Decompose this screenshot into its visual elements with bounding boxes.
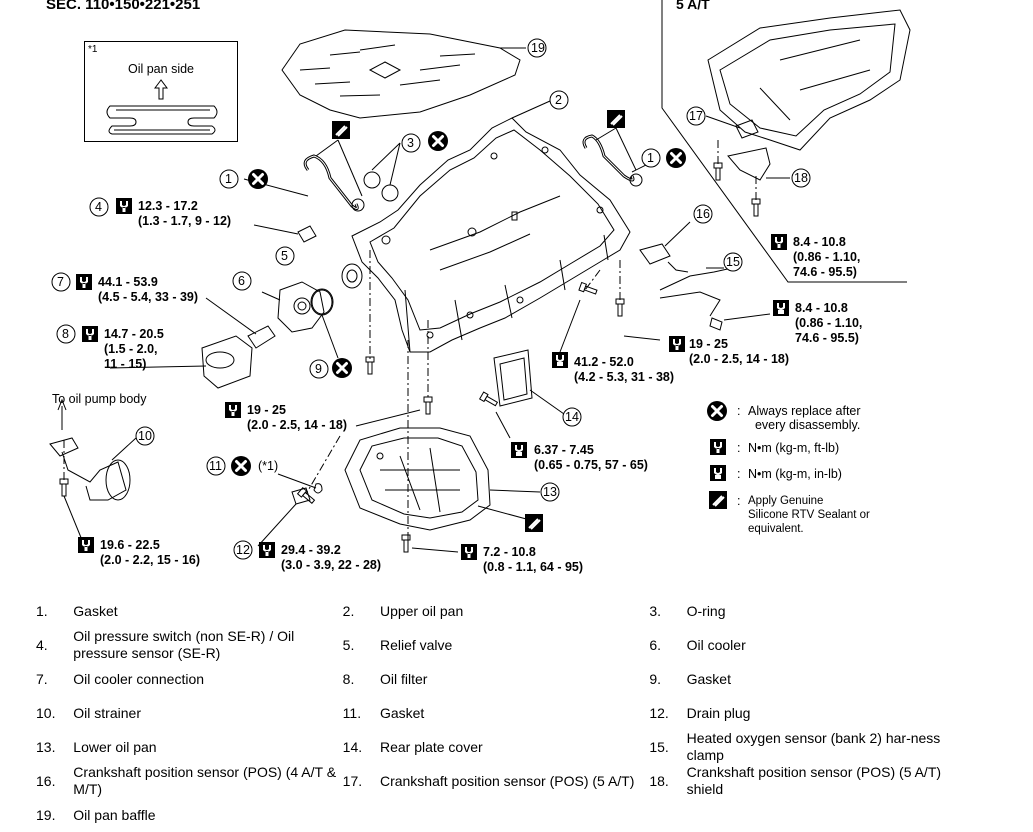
legend-replace-text: Always replace after every disassembly. [748, 404, 861, 432]
section-code: SEC. 110•150•221•251 [46, 0, 201, 13]
part-name: Rear plate cover [379, 738, 483, 755]
callout-3: 3 [407, 136, 414, 150]
torque-harness-clamp: 8.4 - 10.8 (0.86 - 1.10, 74.6 - 95.5) [795, 301, 863, 345]
callout-1-right: 1 [647, 151, 654, 165]
legend-ftlb-text: N•m (kg-m, ft-lb) [748, 441, 840, 455]
inset-note: *1 [88, 44, 98, 55]
part-name: Gasket [379, 704, 425, 721]
part-name: Drain plug [686, 704, 751, 721]
part-name: Oil cooler [686, 636, 746, 653]
callout-15: 15 [726, 255, 740, 269]
callout-13: 13 [543, 485, 557, 499]
part-number: 18. [649, 772, 669, 789]
torque-drain-plug: 29.4 - 39.2 (3.0 - 3.9, 22 - 28) [281, 543, 382, 572]
part-number: 15. [649, 738, 669, 755]
callout-1-left: 1 [225, 172, 232, 186]
torque-oil-strainer: 19.6 - 22.5 (2.0 - 2.2, 15 - 16) [100, 538, 201, 567]
part-number: 12. [649, 704, 669, 721]
callout-11: 11 [209, 459, 222, 473]
torque-oil-filter: 14.7 - 20.5 (1.5 - 2.0, 11 - 15) [104, 327, 164, 371]
callout-18: 18 [794, 171, 808, 185]
parts-row: 7. Oil cooler connection 8. Oil filter 9. Gas… [36, 662, 956, 696]
gasket-inset: *1 Oil pan side [84, 41, 238, 142]
torque-lower-oil-pan: 7.2 - 10.8 (0.8 - 1.1, 64 - 95) [483, 545, 584, 574]
part-name: Lower oil pan [73, 738, 157, 755]
torque-rear-bolt: 41.2 - 52.0 (4.2 - 5.3, 31 - 38) [574, 355, 675, 384]
parts-row: 10. Oil strainer 11. Gasket 12. Drain plug [36, 696, 956, 730]
to-oil-pump-label: To oil pump body [52, 392, 147, 406]
exploded-view-diagram [49, 0, 911, 560]
parts-row: 19. Oil pan baffle [36, 798, 956, 832]
callout-8: 8 [62, 327, 69, 341]
torque-upper-pan-bolt: 19 - 25 (2.0 - 2.5, 14 - 18) [247, 403, 348, 432]
part-number: 14. [342, 738, 363, 755]
callout-7: 7 [57, 275, 64, 289]
parts-row: 16. Crankshaft position sensor (POS) (4 A… [36, 764, 956, 798]
part-name [687, 798, 956, 832]
callout-4: 4 [95, 200, 102, 214]
part-name: Crankshaft position sensor (POS) (4 A/T … [73, 764, 337, 797]
part-name: Oil cooler connection [73, 670, 205, 687]
part-name: Oil pan baffle [73, 806, 156, 823]
parts-row: 4. Oil pressure switch (non SE-R) / Oil p… [36, 628, 956, 662]
callout-16: 16 [696, 207, 710, 221]
variant-label: 5 A/T [676, 0, 710, 12]
part-number [343, 798, 380, 832]
part-name: Gasket [686, 670, 731, 687]
part-name: O-ring [686, 602, 726, 619]
part-name [380, 798, 649, 832]
part-number: 13. [36, 738, 56, 755]
callout-9: 9 [315, 362, 322, 376]
inset-label: Oil pan side [127, 62, 194, 76]
part-number: 9. [649, 670, 661, 687]
part-name: Oil strainer [73, 704, 141, 721]
part-name: Heated oxygen sensor (bank 2) har-ness c… [686, 730, 941, 763]
callout-17: 17 [689, 109, 703, 123]
torque-oil-pressure-switch: 12.3 - 17.2 (1.3 - 1.7, 9 - 12) [138, 199, 232, 228]
torque-oil-cooler-connection: 44.1 - 53.9 (4.5 - 5.4, 33 - 39) [98, 275, 199, 304]
part-number: 17. [342, 772, 363, 789]
part-name: Crankshaft position sensor (POS) (5 A/T) [379, 772, 635, 789]
legend-replace-sep: : [737, 404, 741, 418]
footnote-marker: (*1) [258, 459, 279, 473]
callout-10: 10 [138, 429, 152, 443]
legend-ftlb-sep: : [737, 441, 741, 455]
legend-inlb-text: N•m (kg-m, in-lb) [748, 467, 842, 481]
legend-inlb-sep: : [737, 467, 741, 481]
part-number [649, 798, 686, 832]
part-number: 2. [342, 602, 355, 619]
part-name: Upper oil pan [379, 602, 464, 619]
callout-5: 5 [281, 249, 288, 263]
part-number: 5. [342, 636, 355, 653]
parts-row: 1. Gasket 2. Upper oil pan 3. O-ring [36, 594, 956, 628]
callout-2: 2 [555, 93, 562, 107]
parts-list: 1. Gasket 2. Upper oil pan 3. O-ring 4. Oil pre… [36, 594, 956, 832]
part-name: Gasket [73, 602, 118, 619]
part-name: Relief valve [379, 636, 453, 653]
part-name: Oil pressure switch (non SE-R) / Oil pre… [73, 628, 295, 661]
part-number: 7. [36, 670, 48, 687]
part-number: 19. [36, 806, 56, 823]
part-name: Crankshaft position sensor (POS) (5 A/T)… [686, 764, 942, 797]
torque-rear-plate-cover: 6.37 - 7.45 (0.65 - 0.75, 57 - 65) [534, 443, 648, 472]
part-number: 16. [36, 772, 56, 789]
part-number: 8. [342, 670, 355, 687]
part-number: 4. [36, 636, 48, 653]
legend-sealant-text: Apply Genuine Silicone RTV Sealant or eq… [748, 495, 870, 535]
part-name: Oil filter [379, 670, 428, 687]
callout-12: 12 [236, 543, 250, 557]
torque-side-bolt: 19 - 25 (2.0 - 2.5, 14 - 18) [689, 337, 790, 366]
part-number: 6. [649, 636, 661, 653]
legend-sealant-sep: : [737, 494, 741, 508]
part-number: 10. [36, 704, 56, 721]
torque-5at-sensor: 8.4 - 10.8 (0.86 - 1.10, 74.6 - 95.5) [793, 235, 861, 279]
part-number: 11. [342, 704, 362, 721]
parts-row: 13. Lower oil pan 14. Rear plate cover 15. He… [36, 730, 956, 764]
callout-14: 14 [565, 410, 579, 424]
callout-19: 19 [531, 41, 545, 55]
part-number: 3. [649, 602, 661, 619]
callout-6: 6 [238, 274, 245, 288]
part-number: 1. [36, 602, 48, 619]
